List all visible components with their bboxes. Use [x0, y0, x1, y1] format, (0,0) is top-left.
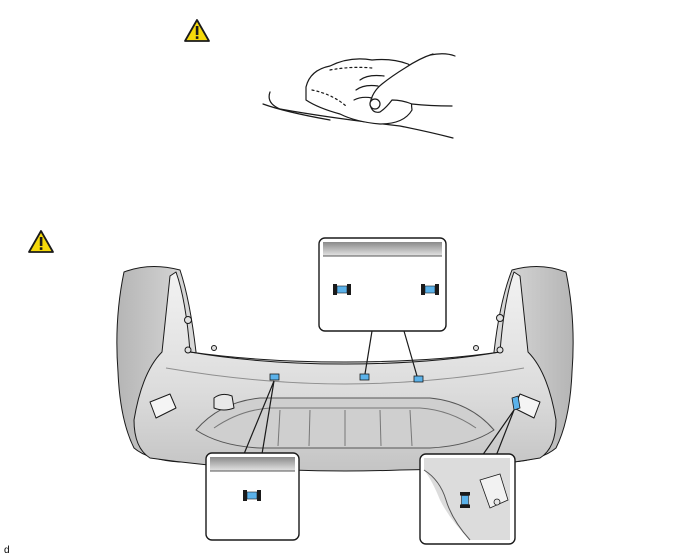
retainer-clip — [333, 284, 351, 295]
retainer-clip — [421, 284, 439, 295]
retainer-clip — [243, 490, 261, 501]
hand — [369, 53, 453, 113]
figure-code: d — [4, 545, 10, 556]
reflector-left — [149, 393, 177, 419]
bumper-clip-markers — [269, 373, 521, 411]
clip-marker — [511, 395, 521, 411]
caution-triangle-icon — [184, 19, 210, 42]
detail-inset-upper-clips — [318, 237, 447, 332]
clip-marker — [413, 375, 424, 383]
caution-triangle-icon — [28, 230, 54, 253]
clip-marker — [359, 373, 370, 381]
detail-inset-left-clip — [205, 452, 300, 541]
detail-inset-right-clip — [419, 453, 516, 545]
clip-marker — [269, 373, 280, 381]
hand-wiping-illustration — [262, 53, 456, 139]
rear-bumper-assembly — [116, 266, 574, 472]
retainer-clip — [460, 492, 470, 508]
leader-lines — [243, 330, 515, 457]
